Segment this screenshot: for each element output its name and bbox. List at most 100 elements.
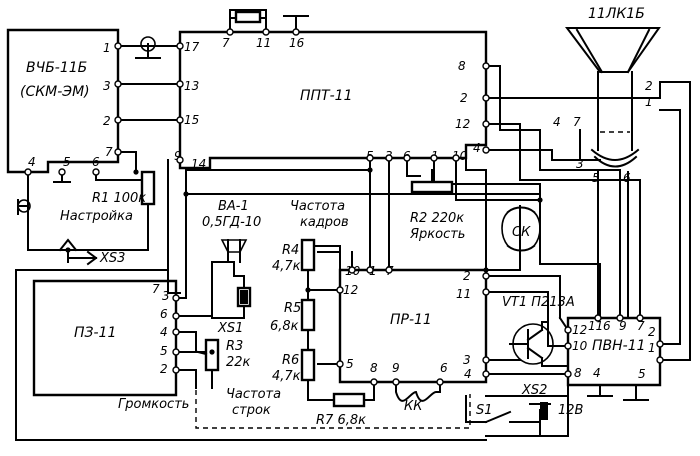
pvn-pin-11: 11 xyxy=(588,319,603,333)
ppt-pin-7: 7 xyxy=(222,36,230,50)
ppt-pin-17: 17 xyxy=(184,40,200,54)
pvn-pin-2: 2 xyxy=(648,325,656,339)
r4-func-1: Частота xyxy=(290,199,345,214)
pz-pin-3: 3 xyxy=(162,289,170,303)
ppt-pin-9: 9 xyxy=(174,149,182,163)
kinescope-label: 11ЛК1Б xyxy=(588,6,645,22)
pr-pin-4: 4 xyxy=(464,367,472,381)
vt1-value: П213А xyxy=(531,295,574,310)
r2-ref: R2 xyxy=(410,211,427,226)
sk-label: СК xyxy=(512,225,531,240)
pr-pin-12: 12 xyxy=(343,283,358,297)
block-ppt: ППТ-11 17 13 15 9 14 7 11 16 8 2 12 4 5 … xyxy=(174,30,488,171)
block-ppt-title: ППТ-11 xyxy=(300,88,352,104)
ppt-pin-12: 12 xyxy=(455,117,470,131)
pvn-pin-10: 10 xyxy=(572,339,588,353)
xs1-label: XS1 xyxy=(217,321,243,336)
ppt-pin-2: 2 xyxy=(460,91,468,105)
r1-value: 100к xyxy=(113,191,146,206)
kine-pin-7: 7 xyxy=(573,115,581,129)
r5-value: 6,8к xyxy=(270,319,299,334)
r4-ref: R4 xyxy=(282,243,299,258)
pz-pin-6: 6 xyxy=(160,307,168,321)
r7-ref: R7 xyxy=(316,413,334,428)
r6-func-1: Частота xyxy=(226,387,281,402)
kine-pin-1: 1 xyxy=(645,95,653,109)
s1-label: S1 xyxy=(476,403,493,418)
kine-pin-3: 3 xyxy=(576,157,584,171)
terminals xyxy=(24,28,664,386)
ppt-pin-11: 11 xyxy=(256,36,271,50)
ppt-pin-15: 15 xyxy=(184,113,199,127)
pvn-pin-7: 7 xyxy=(637,319,645,333)
ppt-pin-16: 16 xyxy=(289,36,305,50)
r3-value: 22к xyxy=(226,355,251,370)
block-pz: ПЗ-11 7 3 6 4 5 2 xyxy=(32,279,178,397)
speaker-ref: ВА-1 xyxy=(218,199,249,214)
pvn-pin-5: 5 xyxy=(638,367,646,381)
r5-ref: R5 xyxy=(284,301,301,316)
kk-label: КК xyxy=(404,399,423,414)
pvn-pin-1: 1 xyxy=(648,341,656,355)
xs2-label: XS2 xyxy=(521,383,547,398)
speaker-value: 0,5ГД-10 xyxy=(202,215,261,230)
r1-ref: R1 xyxy=(92,191,109,206)
r2-label: R2 220к xyxy=(410,211,464,226)
ppt-pin-14: 14 xyxy=(191,157,206,171)
pvn-pin-9: 9 xyxy=(619,319,627,333)
wiring: СК VT1 П213А S1 XS2 12В xyxy=(15,9,691,441)
pz-pin-7: 7 xyxy=(152,282,160,296)
r2-value: 220к xyxy=(431,211,464,226)
pr-pin-9: 9 xyxy=(392,361,400,375)
block-pr: ПР-11 10 1 7 12 5 8 9 6 4 3 2 11 xyxy=(338,264,488,384)
pz-pin-2: 2 xyxy=(160,362,168,376)
kinescope-11lk1b: 11ЛК1Б 2 1 4 7 3 5 6 xyxy=(553,6,661,185)
vchb-pin-1: 1 xyxy=(103,41,111,55)
vt1-ref: VT1 xyxy=(502,295,527,310)
r4-func-2: кадров xyxy=(300,215,349,230)
vchb-pin-4: 4 xyxy=(28,155,36,169)
block-pvn: ПВН-11 11 6 9 7 2 1 5 12 10 8 4 xyxy=(566,316,662,387)
r6-value: 4,7к xyxy=(272,369,301,384)
r7-value: 6,8к xyxy=(337,413,366,428)
r7-label: R7 6,8к xyxy=(316,413,366,428)
kine-pin-5: 5 xyxy=(592,171,600,185)
block-pz-title: ПЗ-11 xyxy=(74,325,116,341)
xs3-label: XS3 xyxy=(99,251,125,266)
pz-pin-4: 4 xyxy=(160,325,168,339)
r1-label: R1 100к xyxy=(92,191,146,206)
pvn-pin-6: 6 xyxy=(603,319,611,333)
pr-pin-11: 11 xyxy=(456,287,471,301)
pr-pin-5: 5 xyxy=(346,357,354,371)
vchb-pin-6: 6 xyxy=(92,155,100,169)
kine-pin-2: 2 xyxy=(645,79,653,93)
vchb-pin-5: 5 xyxy=(63,155,71,169)
pvn-pin-12: 12 xyxy=(572,323,587,337)
r2-func: Яркость xyxy=(409,227,465,242)
pvn-pin-4: 4 xyxy=(593,366,601,380)
block-pvn-title: ПВН-11 xyxy=(592,338,646,354)
r6-func-2: строк xyxy=(232,403,271,418)
r4-value: 4,7к xyxy=(272,259,301,274)
block-vchb-subtitle: (СКМ-ЭМ) xyxy=(20,84,90,100)
r1-func: Настройка xyxy=(60,209,133,224)
block-vchb-title: ВЧБ-11Б xyxy=(26,60,87,76)
r3-ref: R3 xyxy=(226,339,243,354)
pr-pin-8: 8 xyxy=(370,361,378,375)
kine-pin-4: 4 xyxy=(553,115,561,129)
battery-label: 12В xyxy=(558,403,584,418)
ppt-pin-13: 13 xyxy=(184,79,199,93)
pr-pin-2: 2 xyxy=(463,269,471,283)
vt1-label: VT1 П213А xyxy=(502,295,575,310)
vchb-pin-2: 2 xyxy=(103,114,111,128)
r3-func: Громкость xyxy=(118,397,189,412)
pz-pin-5: 5 xyxy=(160,344,168,358)
vchb-pin-3: 3 xyxy=(103,79,111,93)
pvn-pin-8: 8 xyxy=(574,366,582,380)
labels: R1 100к Настройка XS3 R2 220к Яркость R3… xyxy=(60,191,465,428)
pr-pin-6: 6 xyxy=(440,361,448,375)
block-vchb: ВЧБ-11Б (СКМ-ЭМ) 1 3 2 7 4 5 6 xyxy=(6,28,120,174)
vchb-pin-7: 7 xyxy=(105,145,113,159)
